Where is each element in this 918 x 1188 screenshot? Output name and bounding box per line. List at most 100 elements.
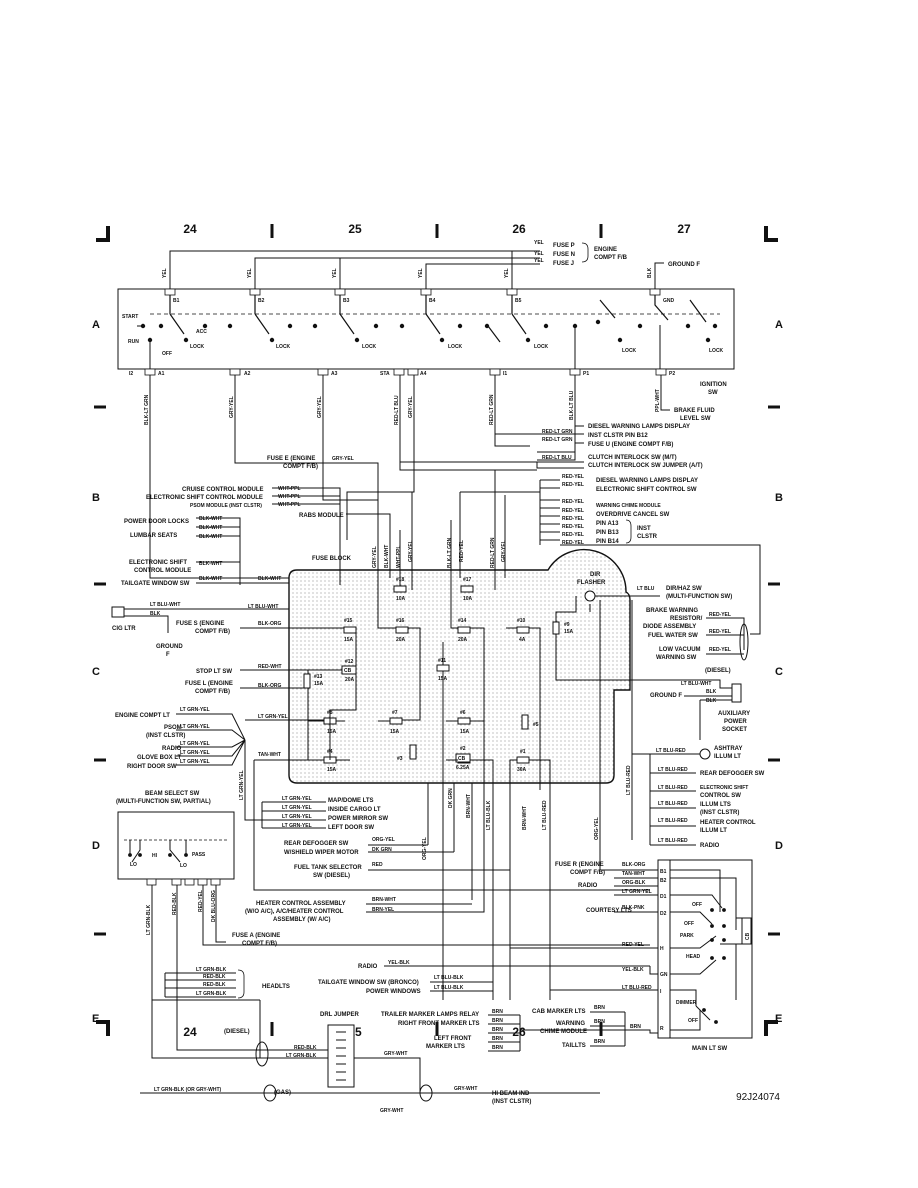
beam-w-4: DK BLU-ORG xyxy=(211,890,217,922)
fr-wire-2: TAN-WHT xyxy=(622,871,645,877)
beam-w-2: RED-BLK xyxy=(172,892,178,915)
fuse-p-label: FUSE P xyxy=(553,243,575,249)
lt-grn-blk-gry: LT GRN-BLK (OR GRY-WHT) xyxy=(154,1087,222,1093)
main-radio: RADIO xyxy=(578,883,598,889)
ign-bot-a4: A4 xyxy=(420,371,427,377)
inst-1: INST xyxy=(637,526,651,532)
courtesy-lts: COURTESY LTS xyxy=(586,908,632,914)
rear-def-left: REAR DEFOGGER SW xyxy=(284,841,349,847)
fuse-n-label: FUSE N xyxy=(553,252,575,258)
red-yel-6: RED-YEL xyxy=(562,524,584,530)
fuel-red: RED xyxy=(372,862,383,868)
row-right-B: B xyxy=(775,492,783,504)
flasher-symbol xyxy=(584,590,596,602)
ashtray-lamp xyxy=(699,748,711,760)
fuse-1-id: #1 xyxy=(520,749,526,755)
fuse-block xyxy=(288,548,631,784)
fuse-12-amp: 20A xyxy=(345,677,355,683)
gry-wht-wire-1 xyxy=(354,1057,421,1093)
blk-wht-wires xyxy=(196,517,289,585)
row-right-D: D xyxy=(775,840,783,852)
drl-internal xyxy=(336,1031,346,1081)
fuse-u: FUSE U (ENGINE COMPT F/B) xyxy=(588,442,673,448)
row-left-E: E xyxy=(92,1013,99,1025)
hl-wire-4: LT GRN-BLK xyxy=(196,991,227,997)
taillts: TAILLTS xyxy=(562,1043,586,1049)
map-wires xyxy=(261,801,326,829)
fuse-13-id: #13 xyxy=(314,674,323,680)
ll-lgy-2: LT GRN-YEL xyxy=(180,724,210,730)
wiper-motor: W/SHIELD WIPER MOTOR xyxy=(284,850,359,856)
ign-bot-p1: P1 xyxy=(583,371,589,377)
ign-wire-ppl-wht: PPL-WHT xyxy=(655,389,661,412)
wht-ppl-wires xyxy=(272,487,341,585)
brn-4: BRN xyxy=(492,1036,503,1042)
tailgate-bronco: TAILGATE WINDOW SW (BRONCO) xyxy=(318,980,419,986)
mt-off-2: OFF xyxy=(684,921,694,927)
fuse-6-id: #6 xyxy=(460,710,466,716)
ign-pos-run: RUN xyxy=(128,339,139,345)
main-yel-blk: YEL-BLK xyxy=(622,967,644,973)
wht-ppl-1: WHT-PPL xyxy=(278,486,301,492)
main-lt-blu-red: LT BLU-RED xyxy=(622,985,652,991)
row-left-D: D xyxy=(92,840,100,852)
ign-wire-gry-yel-2: GRY-YEL xyxy=(317,396,323,418)
fuse-2-id: #2 xyxy=(460,746,466,752)
fuse-2-cb xyxy=(455,753,471,763)
mt-head: HEAD xyxy=(686,954,701,960)
radio-right: RADIO xyxy=(700,843,720,849)
right-front-marker: RIGHT FRONT MARKER LTS xyxy=(398,1021,480,1027)
rabs-module: RABS MODULE xyxy=(299,513,344,519)
right-mid-bus xyxy=(459,479,560,578)
col-top-27: 27 xyxy=(677,222,691,236)
col-top-24: 24 xyxy=(183,222,197,236)
ign-wire-gry-yel-3: GRY-YEL xyxy=(408,396,414,418)
map-wire-1: LT GRN-YEL xyxy=(282,796,312,802)
ign-bot-i2: I2 xyxy=(129,371,133,377)
vert-lt-blu-blk: LT BLU-BLK xyxy=(486,800,492,830)
beam-sel-2: (MULTI-FUNCTION SW, PARTIAL) xyxy=(116,799,211,805)
fuse-5-id: #5 xyxy=(533,722,539,728)
flasher-2: FLASHER xyxy=(577,580,606,586)
fuel-water: FUEL WATER SW xyxy=(648,633,698,639)
brake-warn-3: DIODE ASSEMBLY xyxy=(643,624,696,630)
fuse-15-amp: 15A xyxy=(344,637,354,643)
brake-warn-1: BRAKE WARNING xyxy=(646,608,698,614)
dir-haz-1: DIR/HAZ SW xyxy=(666,586,702,592)
vert-dk-grn: DK GRN xyxy=(448,788,454,808)
trailer-relay: TRAILER MARKER LAMPS RELAY xyxy=(381,1012,479,1018)
ign-bot-a1: A1 xyxy=(158,371,165,377)
fuse-tag-n: YEL xyxy=(534,251,544,257)
ground-f-top: GROUND F xyxy=(668,262,700,268)
brn-2: BRN xyxy=(492,1018,503,1024)
fuse-l-1: FUSE L (ENGINE xyxy=(185,681,233,687)
hi-beam-1: HI BEAM IND xyxy=(492,1091,530,1097)
fuse-10-id: #10 xyxy=(517,618,526,624)
diesel-warn-lamps: DIESEL WARNING LAMPS DISPLAY xyxy=(588,424,690,430)
red-yel-3: RED-YEL xyxy=(562,499,584,505)
top-wire-4: YEL xyxy=(418,268,424,278)
cig-ltr-label: CIG LTR xyxy=(112,626,136,632)
mt-park: PARK xyxy=(680,933,694,939)
blk-aux-2: BLK xyxy=(706,698,717,704)
heater-illum-2: ILLUM LT xyxy=(700,828,727,834)
ign-bot-a2: A2 xyxy=(244,371,251,377)
low-vac-1: LOW VACUUM xyxy=(659,647,701,653)
pin-a13: PIN A13 xyxy=(596,521,619,527)
main-switch-contacts xyxy=(670,869,737,1031)
esc-sw: ELECTRONIC SHIFT CONTROL SW xyxy=(596,487,697,493)
red-yel-2: RED-YEL xyxy=(562,482,584,488)
ll-lgy-6: LT GRN-YEL xyxy=(258,714,288,720)
mt-b1: B1 xyxy=(660,869,667,875)
ll-lgy-wires xyxy=(176,713,324,821)
rear-def-sw: REAR DEFOGGER SW xyxy=(700,771,765,777)
fuse-9-amp: 15A xyxy=(564,629,574,635)
aux-2: POWER xyxy=(724,719,747,725)
lt-blu-red-vert: LT BLU-RED xyxy=(626,765,632,795)
main-cb-label: CB xyxy=(745,932,751,940)
diesel-label: (DIESEL) xyxy=(705,668,731,674)
ign-term-b1: B1 xyxy=(173,298,180,304)
blk-wht-1: BLK-WHT xyxy=(199,516,222,522)
engine-compt-label-2: COMPT F/B xyxy=(594,255,628,261)
tg-lt-blu-blk-2: LT BLU-BLK xyxy=(434,985,464,991)
